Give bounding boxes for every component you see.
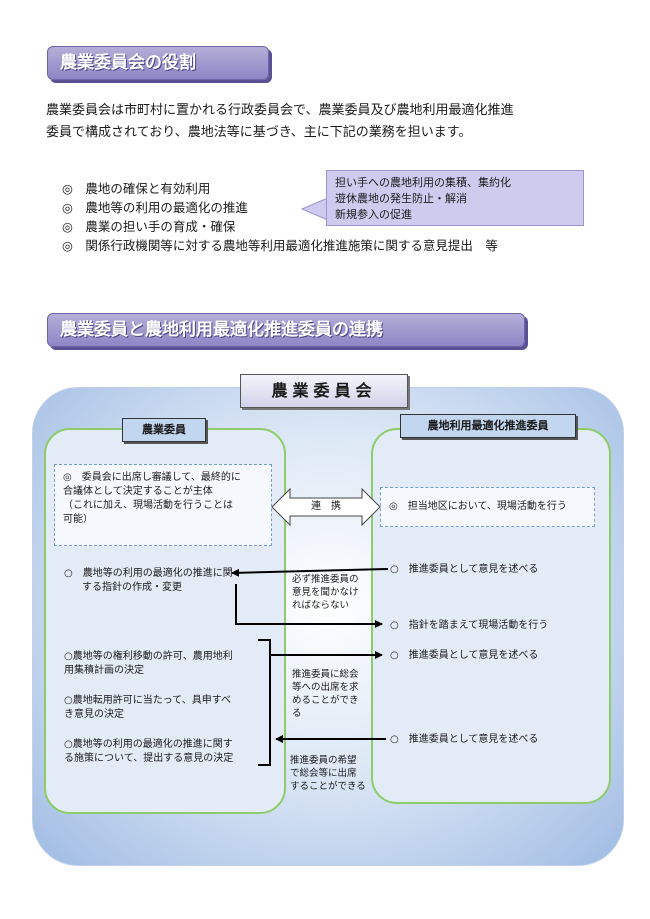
must-hear-opinion-note: 必ず推進委員の 意見を聞かなけ ればならない — [292, 573, 372, 612]
intro-line-2: 委員で構成されており、農地法等に基づき、主に下記の業務を担います。 — [46, 125, 472, 140]
note-line: 必ず推進委員の — [292, 574, 359, 585]
section-heading-role-text: 農業委員会の役割 — [60, 53, 196, 73]
callout-line: 担い手への農地利用の集積、集約化 — [335, 176, 511, 189]
callout-line: 遊休農地の発生防止・解消 — [335, 192, 467, 205]
opinion-item-3: ○ 推進委員として意見を述べる — [390, 734, 539, 745]
cooperation-label: 連 携 — [311, 501, 341, 512]
note-line: る — [292, 708, 302, 719]
duties-list: ◎ 農地の確保と有効利用 ◎ 農地等の利用の最適化の推進 ◎ 農業の担い手の育成… — [62, 179, 498, 255]
main-role-text: ◎ 担当地区において、現場活動を行う — [389, 501, 567, 512]
opinion-item-1: ○ 推進委員として意見を述べる — [390, 564, 539, 575]
section-heading-cooperation: 農業委員と農地利用最適化推進委員の連携 — [47, 313, 525, 347]
note-line: で総会等に出席 — [290, 768, 357, 779]
promotion-committee-main-role: ◎ 担当地区において、現場活動を行う — [380, 487, 595, 527]
main-role-line: ◎ 委員会に出席し審議して、最終的に — [63, 472, 241, 483]
transfer-permit-line: 用集積計画の決定 — [64, 665, 144, 676]
policy-opinion-line: ○農地等の利用の最適化の推進に関す — [64, 739, 233, 750]
guideline-item: ○ 農地等の利用の最適化の推進に関 する指針の作成・変更 — [64, 567, 276, 595]
promotion-committee-label: 農地利用最適化推進委員 — [400, 414, 576, 438]
transfer-permit-item: ○農地等の権利移動の許可、農用地利 用集積計画の決定 — [64, 650, 276, 678]
note-line: ればならない — [292, 600, 350, 611]
voluntary-attendance-note: 推進委員の希望 で総会等に出席 することができる — [290, 754, 382, 793]
conversion-permit-item: ○農地転用許可に当たって、具申すべ き意見の決定 — [64, 694, 276, 722]
main-role-line: 合議体として決定することが主体 — [63, 486, 213, 497]
note-line: 推進委員に総会 — [292, 669, 359, 680]
duty-item: ◎ 農業の担い手の育成・確保 — [62, 219, 236, 234]
cooperation-double-arrow — [271, 487, 381, 527]
request-attendance-note: 推進委員に総会 等への出席を求 めることができ る — [292, 668, 372, 720]
agri-committee-label: 農業委員 — [122, 418, 206, 442]
callout-box: 担い手への農地利用の集積、集約化 遊休農地の発生防止・解消 新規参入の促進 — [326, 170, 584, 226]
policy-opinion-item: ○農地等の利用の最適化の推進に関す る施策について、提出する意見の決定 — [64, 738, 276, 766]
main-role-line: 可能） — [63, 514, 93, 525]
field-activity-item: ○ 指針を踏まえて現場活動を行う — [390, 620, 549, 631]
agri-committee-main-role: ◎ 委員会に出席し審議して、最終的に 合議体として決定することが主体 （これに加… — [54, 464, 272, 546]
intro-paragraph: 農業委員会は市町村に置かれる行政委員会で、農業委員及び農地利用最適化推進 委員で… — [46, 100, 626, 144]
policy-opinion-line: る施策について、提出する意見の決定 — [64, 753, 234, 764]
note-line: 意見を聞かなけ — [292, 587, 359, 598]
callout-line: 新規参入の促進 — [335, 208, 412, 221]
section-heading-cooperation-text: 農業委員と農地利用最適化推進委員の連携 — [60, 320, 383, 340]
duty-item: ◎ 関係行政機関等に対する農地等利用最適化推進施策に関する意見提出 等 — [62, 238, 498, 253]
committee-title: 農業委員会 — [240, 374, 408, 408]
note-line: 等への出席を求 — [292, 682, 359, 693]
promotion-committee-panel — [371, 428, 611, 804]
section-heading-role: 農業委員会の役割 — [47, 46, 269, 80]
note-line: することができる — [290, 781, 366, 792]
main-role-line: （これに加え、現場活動を行うことは — [63, 500, 233, 511]
duty-item: ◎ 農地の確保と有効利用 — [62, 181, 211, 196]
conversion-permit-line: き意見の決定 — [64, 709, 124, 720]
note-line: 推進委員の希望 — [290, 755, 357, 766]
intro-line-1: 農業委員会は市町村に置かれる行政委員会で、農業委員及び農地利用最適化推進 — [46, 103, 514, 118]
guideline-line: ○ 農地等の利用の最適化の推進に関 — [64, 568, 233, 579]
duty-item: ◎ 農地等の利用の最適化の推進 — [62, 200, 248, 215]
guideline-line: する指針の作成・変更 — [82, 582, 182, 593]
transfer-permit-line: ○農地等の権利移動の許可、農用地利 — [64, 651, 233, 662]
opinion-item-2: ○ 推進委員として意見を述べる — [390, 650, 539, 661]
conversion-permit-line: ○農地転用許可に当たって、具申すべ — [64, 695, 232, 706]
note-line: めることができ — [292, 695, 359, 706]
